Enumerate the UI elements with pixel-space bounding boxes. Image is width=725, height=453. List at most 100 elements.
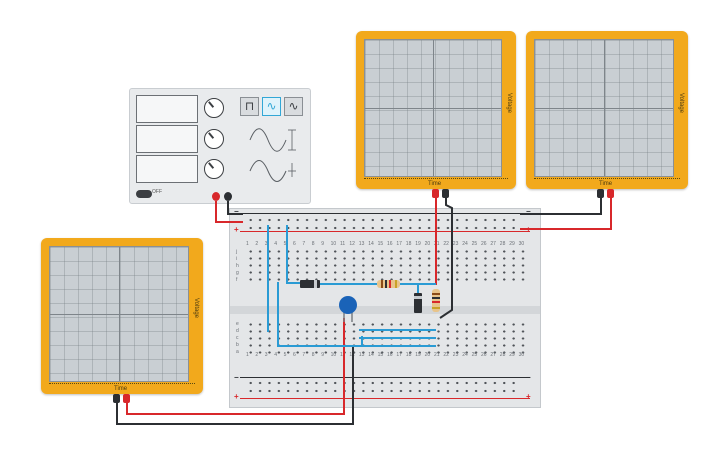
column-label: 27 xyxy=(490,352,496,358)
amplitude-wave-icon xyxy=(249,128,296,152)
column-label: 29 xyxy=(509,241,515,247)
column-label: 3 xyxy=(264,241,268,247)
column-label: 28 xyxy=(499,352,506,358)
column-label: 3 xyxy=(264,352,268,358)
row-label-c: c xyxy=(236,335,239,341)
column-label: 18 xyxy=(405,352,412,358)
amplitude-knob[interactable] xyxy=(204,129,224,149)
scope-terminal-red[interactable] xyxy=(607,189,614,198)
row-label-f: f xyxy=(236,277,238,283)
row-label-h: h xyxy=(236,263,239,269)
rail-minus-sign: − xyxy=(526,373,531,382)
function-generator[interactable]: ⊓ ∿ ∿ OFF xyxy=(129,88,311,204)
column-label: 25 xyxy=(471,241,478,247)
wire-black-scope-left xyxy=(116,346,354,425)
column-label: 20 xyxy=(424,241,431,247)
rail-plus-sign: + xyxy=(234,392,239,401)
frequency-knob[interactable] xyxy=(204,98,224,118)
column-label: 19 xyxy=(415,352,421,358)
scope-terminal-black[interactable] xyxy=(442,189,449,198)
column-label: 27 xyxy=(490,241,496,247)
wire-black-scope-right xyxy=(520,198,602,215)
oscilloscope-top-center[interactable]: Voltage Time xyxy=(356,31,516,189)
top-terminal-holes[interactable] xyxy=(246,248,528,284)
square-wave-button[interactable]: ⊓ xyxy=(240,97,259,116)
scope-terminal-red[interactable] xyxy=(432,189,439,198)
voltage-label: Voltage xyxy=(193,298,199,319)
wire-black-scope-center xyxy=(439,198,453,319)
time-label: Time xyxy=(114,386,128,392)
row-label-a: a xyxy=(236,349,239,355)
oscilloscope-screen xyxy=(534,39,674,177)
offset-knob[interactable] xyxy=(204,159,224,179)
column-label: 22 xyxy=(443,241,449,247)
column-label: 6 xyxy=(293,241,296,247)
column-label: 16 xyxy=(387,352,393,358)
column-label: 17 xyxy=(396,352,402,358)
column-label: 14 xyxy=(368,241,374,247)
time-label: Time xyxy=(428,181,442,187)
column-label: 14 xyxy=(368,352,374,358)
column-label: 12 xyxy=(349,241,355,247)
sine-wave-button[interactable]: ∿ xyxy=(262,97,281,116)
offset-display xyxy=(136,155,198,183)
column-label: 29 xyxy=(509,352,515,358)
column-label: 16 xyxy=(387,241,393,247)
row-label-e: e xyxy=(236,321,239,327)
column-label: 11 xyxy=(340,241,346,247)
column-label: 23 xyxy=(452,352,459,358)
oscilloscope-screen xyxy=(49,246,189,382)
column-label: 18 xyxy=(405,241,412,247)
column-label: 4 xyxy=(274,352,277,358)
rail-minus-sign: − xyxy=(234,373,239,382)
column-label: 1 xyxy=(246,352,249,358)
column-label: 25 xyxy=(471,352,478,358)
column-label: 6 xyxy=(293,352,296,358)
column-label: 17 xyxy=(396,241,402,247)
rail-plus-sign: + xyxy=(526,392,531,401)
wire-red-generator xyxy=(215,201,243,223)
scope-terminal-black[interactable] xyxy=(113,394,120,403)
oscilloscope-left[interactable]: Voltage Time xyxy=(41,238,203,394)
rail-minus-sign: − xyxy=(234,207,239,216)
bottom-rail-holes[interactable] xyxy=(246,379,518,393)
time-label: Time xyxy=(599,181,613,187)
column-label: 22 xyxy=(443,352,449,358)
column-label: 20 xyxy=(424,352,431,358)
frequency-display xyxy=(136,95,198,123)
voltage-label: Voltage xyxy=(506,93,512,114)
offset-wave-icon xyxy=(249,160,296,182)
column-label: 21 xyxy=(434,352,440,358)
breadboard[interactable]: − + − + − + − + j i h g f e d c b a xyxy=(229,207,541,408)
ceramic-capacitor xyxy=(339,296,357,314)
column-label: 26 xyxy=(481,241,487,247)
column-label: 13 xyxy=(358,352,365,358)
rail-plus-sign: + xyxy=(234,225,239,234)
column-label: 13 xyxy=(358,241,365,247)
row-label-i: i xyxy=(236,256,238,262)
column-label: 24 xyxy=(462,352,468,358)
column-label: 24 xyxy=(462,241,468,247)
power-switch[interactable] xyxy=(136,190,152,198)
triangle-wave-button[interactable]: ∿ xyxy=(284,97,303,116)
scope-terminal-black[interactable] xyxy=(597,189,604,198)
scope-terminal-red[interactable] xyxy=(123,394,130,403)
generator-terminal-red[interactable] xyxy=(212,192,220,201)
oscilloscope-screen xyxy=(364,39,502,177)
column-label: 28 xyxy=(499,241,506,247)
column-label: 23 xyxy=(452,241,459,247)
row-label-b: b xyxy=(236,342,239,348)
oscilloscope-top-right[interactable]: Voltage Time xyxy=(526,31,688,189)
row-label-g: g xyxy=(236,270,239,276)
column-label: 5 xyxy=(283,352,287,358)
top-rail-holes[interactable] xyxy=(246,216,518,230)
column-label: 26 xyxy=(481,352,487,358)
wire-blue-3 xyxy=(277,282,363,347)
generator-terminal-black[interactable] xyxy=(224,192,232,201)
amplitude-display xyxy=(136,125,198,153)
column-label: 30 xyxy=(518,241,525,247)
column-label: 1 xyxy=(246,241,249,247)
column-label: 9 xyxy=(321,241,324,247)
wire-red-scope-right xyxy=(520,198,612,230)
